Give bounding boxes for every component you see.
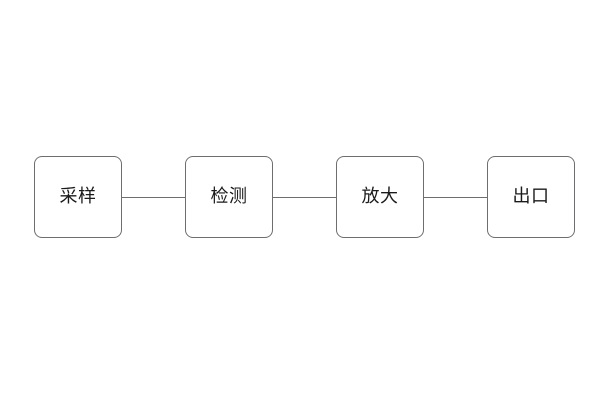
flow-node-label: 出口 [512, 186, 550, 207]
flow-node-label: 采样 [59, 186, 97, 207]
flow-node-outlet[interactable]: 出口 [487, 156, 575, 238]
flow-node-amplify[interactable]: 放大 [336, 156, 424, 238]
flow-connector-sampling-to-detection [122, 197, 185, 198]
flow-node-detection[interactable]: 检测 [185, 156, 273, 238]
flowchart: 采样 检测 放大 出口 [0, 156, 600, 240]
flow-connector-detection-to-amplify [273, 197, 336, 198]
flow-node-label: 检测 [210, 186, 248, 207]
flow-node-label: 放大 [361, 186, 399, 207]
flow-connector-amplify-to-outlet [424, 197, 487, 198]
flow-node-sampling[interactable]: 采样 [34, 156, 122, 238]
